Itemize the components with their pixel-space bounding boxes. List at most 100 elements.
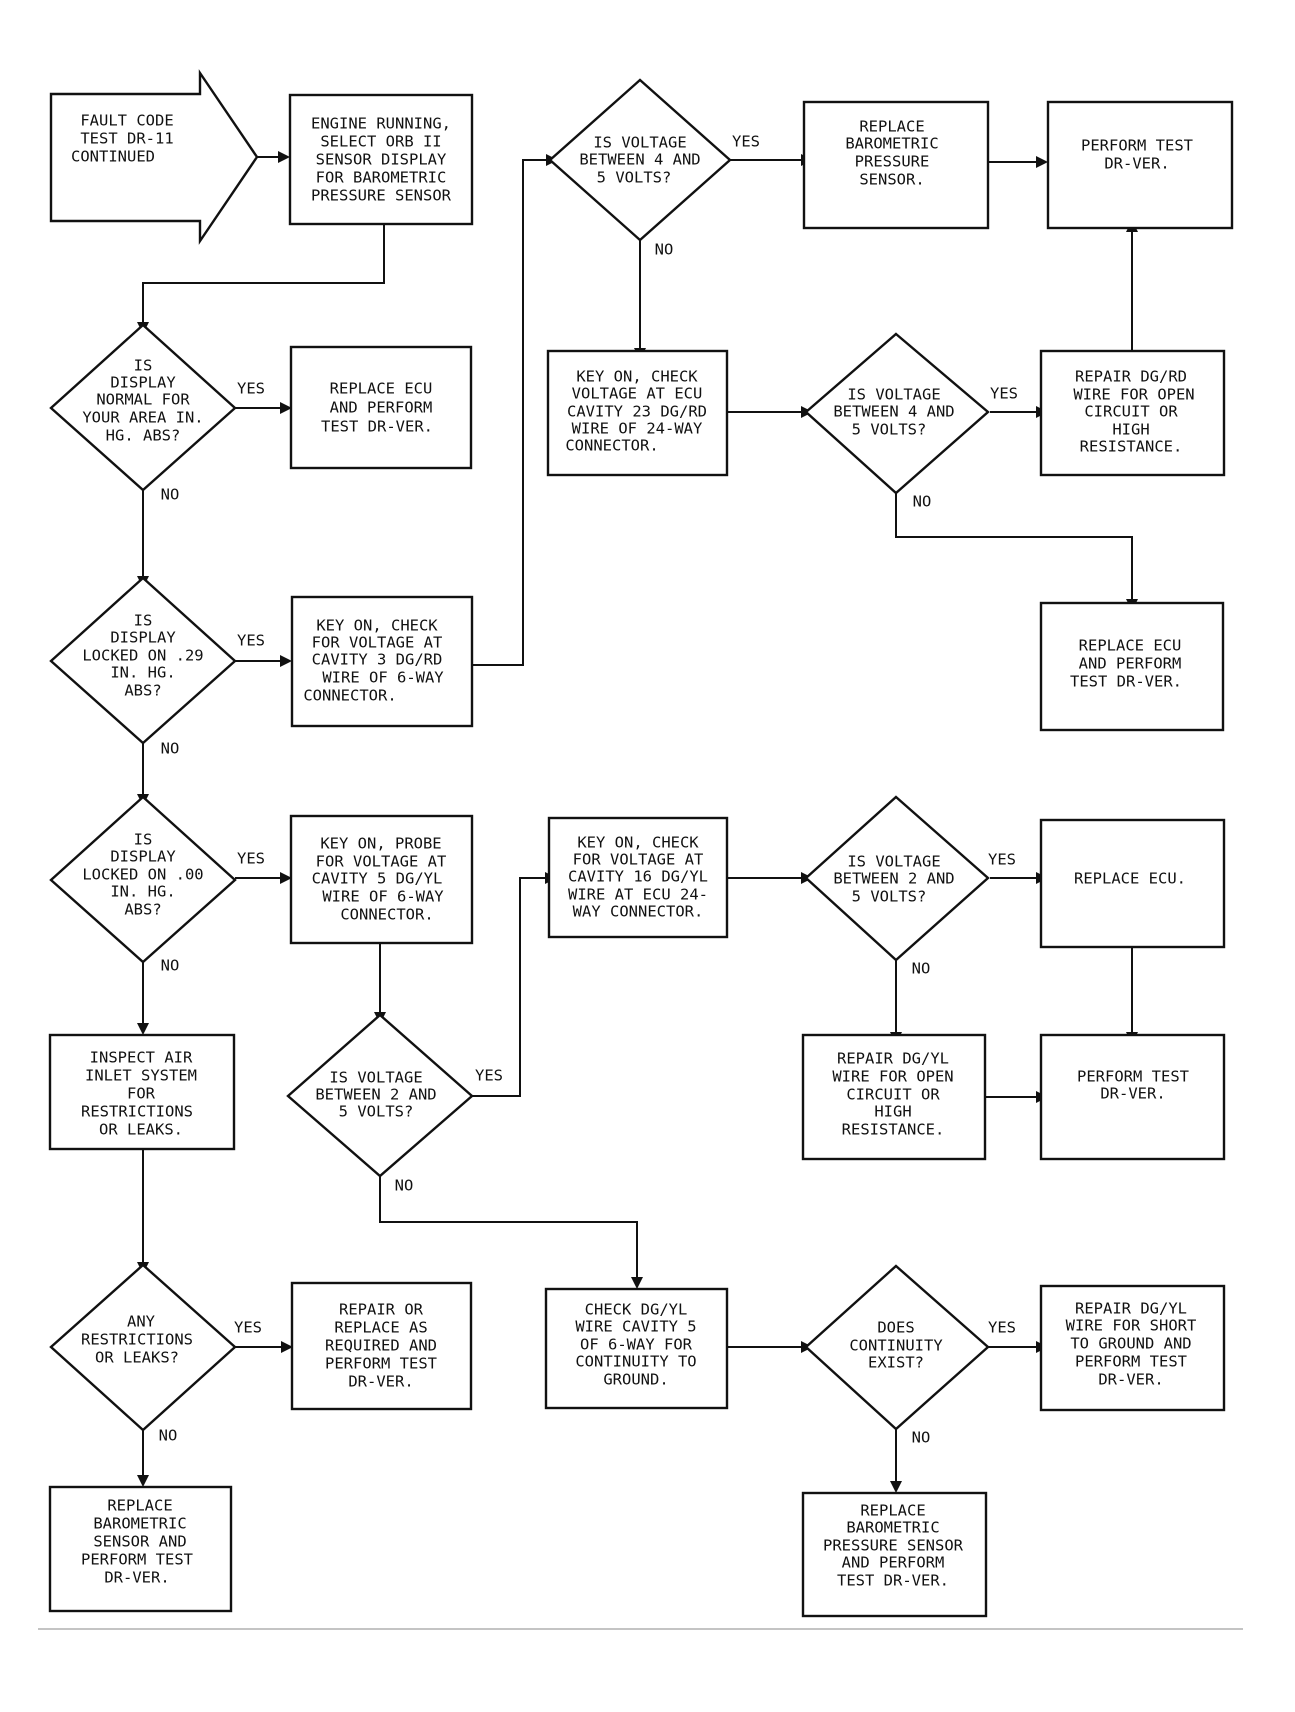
box-text: WIRE FOR SHORT [1066,1317,1197,1335]
box-shape [1039,1284,1226,1412]
box-text: DR-VER. [1100,1085,1165,1103]
box-replace-barometric-sensor: REPLACE BAROMETRIC SENSOR AND PERFORM TE… [48,1485,233,1613]
box-shape [289,345,473,470]
no-label: NO [655,241,674,259]
box-replace-barometric-pressure: REPLACE BAROMETRIC PRESSURE SENSOR. [802,100,990,230]
decision-text: DISPLAY [110,374,176,392]
box-text: AND PERFORM [842,1554,945,1572]
box-inspect-air-inlet: INSPECT AIR INLET SYSTEM FOR RESTRICTION… [48,1033,236,1151]
box-text: TEST DR-VER. [321,418,433,436]
decision-voltage-4-5-b: IS VOLTAGE BETWEEN 4 AND 5 VOLTS? [804,332,990,495]
decision-text: IS VOLTAGE [847,853,940,871]
decision-restrictions-leaks: ANY RESTRICTIONS OR LEAKS? [49,1263,237,1432]
decision-text: IS VOLTAGE [593,134,686,152]
box-shape [288,93,474,226]
decision-text: YOUR AREA IN. [82,409,203,427]
yes-label: YES [988,851,1016,869]
box-text: REPAIR DG/RD [1075,368,1187,386]
yes-label: YES [237,380,265,398]
box-shape [1039,601,1225,732]
box-repair-dg-rd: REPAIR DG/RD WIRE FOR OPEN CIRCUIT OR HI… [1039,349,1226,477]
yes-label: YES [475,1067,503,1085]
box-text: TEST DR-VER. [1070,673,1182,691]
box-text: SENSOR AND [93,1533,186,1551]
arrowhead [890,1481,902,1493]
box-shape [1046,100,1234,230]
box-text: RESTRICTIONS [81,1103,193,1121]
box-text: GROUND. [603,1371,668,1389]
box-replace-ecu-3: REPLACE ECU. [1039,818,1226,949]
decision-text: RESTRICTIONS [81,1331,193,1349]
decision-text: IS [134,831,153,849]
connector [142,224,385,325]
box-text: BAROMETRIC [93,1515,186,1533]
box-text: AND PERFORM [1079,655,1182,673]
box-text: SENSOR. [859,171,924,189]
yes-label: YES [732,133,760,151]
box-text: VOLTAGE AT ECU [572,385,703,403]
box-text: REPLACE ECU [1079,637,1182,655]
decision-text: IN. HG. [110,664,175,682]
box-text: CHECK DG/YL [585,1301,688,1319]
box-text: PERFORM TEST [1081,137,1193,155]
box-text: RESISTANCE. [1080,438,1183,456]
box-perform-test-2: PERFORM TEST DR-VER. [1039,1033,1226,1161]
box-key-on-cavity-5: KEY ON, PROBE FOR VOLTAGE AT CAVITY 5 DG… [289,814,474,945]
box-text: FOR BAROMETRIC [316,169,447,187]
decision-text: ANY [127,1313,156,1331]
decision-text: CONTINUITY [849,1337,943,1355]
box-text: INLET SYSTEM [85,1067,197,1085]
decision-text: DOES [877,1319,914,1337]
box-replace-ecu-2: REPLACE ECU AND PERFORM TEST DR-VER. [1039,601,1225,732]
decision-text: IS VOLTAGE [329,1069,422,1087]
box-text: REPLACE [859,118,924,136]
diamond-shape [548,78,732,242]
decision-locked-00: IS DISPLAY LOCKED ON .00 IN. HG. ABS? [49,795,237,964]
decision-text: 5 VOLTS? [852,421,927,439]
box-shape [546,349,729,477]
box-text: KEY ON, CHECK [576,368,698,386]
box-shape [1039,818,1226,949]
box-text: DR-VER. [1098,1371,1163,1389]
decision-voltage-2-5-b: IS VOLTAGE BETWEEN 2 AND 5 VOLTS? [804,795,990,962]
box-text: FOR VOLTAGE AT [316,853,447,871]
box-text: BAROMETRIC [845,135,938,153]
box-text: ENGINE RUNNING, [311,115,451,133]
box-text: WIRE OF 6-WAY [322,888,444,906]
box-text: REPLACE ECU. [1074,870,1186,888]
decision-text: 5 VOLTS? [852,888,927,906]
box-shape [48,1033,236,1151]
decision-text: BETWEEN 2 AND [833,870,954,888]
box-text: CIRCUIT OR [846,1086,940,1104]
connector [379,1176,638,1280]
box-text: REQUIRED AND [325,1337,437,1355]
decision-voltage-2-5-a: IS VOLTAGE BETWEEN 2 AND 5 VOLTS? [286,1013,474,1178]
decision-text: BETWEEN 4 AND [833,403,954,421]
box-text: REPLACE [860,1502,925,1520]
box-key-on-cavity-3: KEY ON, CHECK FOR VOLTAGE AT CAVITY 3 DG… [290,595,474,728]
diamond-shape [286,1013,474,1178]
box-text: AND PERFORM [330,399,433,417]
box-text: REPLACE ECU [330,380,433,398]
box-text: HIGH [1112,421,1149,439]
connector [895,493,1133,602]
start-text: TEST DR-11 [80,130,173,148]
start-text: FAULT CODE [80,112,173,130]
box-text: PERFORM TEST [325,1355,437,1373]
arrowhead [137,1023,149,1035]
box-shape [801,1033,987,1161]
decision-text: 5 VOLTS? [339,1103,414,1121]
box-text: SENSOR DISPLAY [316,151,447,169]
box-text: BAROMETRIC [846,1519,939,1537]
box-shape [290,595,474,728]
box-text: CAVITY 3 DG/RD [312,651,443,669]
decision-display-normal: IS DISPLAY NORMAL FOR YOUR AREA IN. HG. … [49,323,237,492]
box-text: TO GROUND AND [1070,1335,1191,1353]
box-shape [289,814,474,945]
no-label: NO [161,740,180,758]
start-arrow-shape [49,69,259,245]
decision-text: LOCKED ON .00 [82,866,203,884]
decision-text: IS VOLTAGE [847,386,940,404]
connector [472,877,549,1097]
yes-label: YES [234,1319,262,1337]
